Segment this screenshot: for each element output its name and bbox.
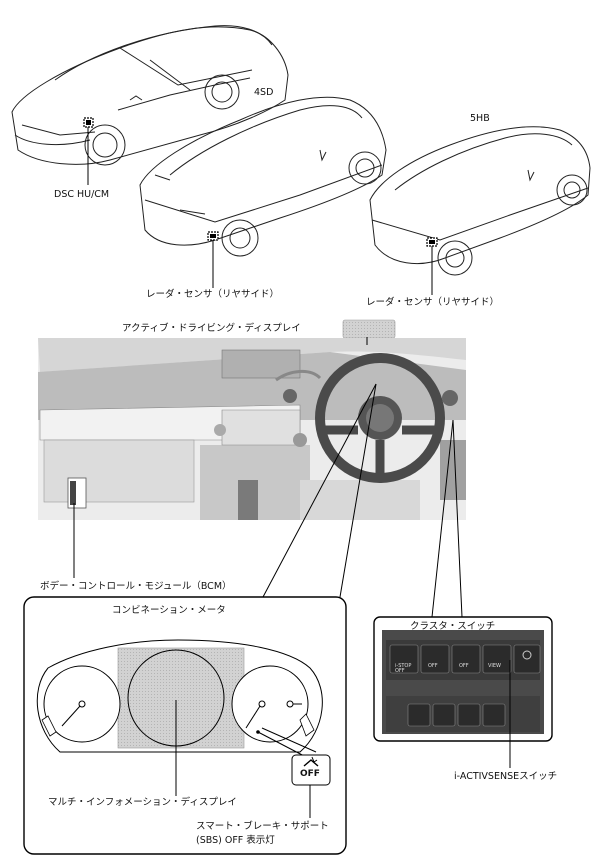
dashboard-photo [38, 338, 466, 520]
car-sedan-rear [139, 96, 387, 257]
radar-icon-sedan [207, 231, 219, 241]
cluster-leader-left [431, 419, 454, 618]
switch-label-2: OFF [428, 663, 438, 669]
cluster-switch-title: クラスタ・スイッチ [410, 621, 496, 632]
dsc-unit-icon [83, 117, 94, 128]
sbs-label-line1: スマート・ブレーキ・サポート [196, 821, 329, 832]
hatch-label: 5HB [470, 113, 490, 124]
ads-marker [342, 319, 396, 339]
cluster-leader-right [452, 419, 463, 618]
switch-label-1: i-STOP OFF [395, 663, 412, 674]
switch-label-4: VIEW [488, 663, 501, 669]
radar-icon-hatch [426, 237, 438, 247]
sbs-off-icon [291, 754, 331, 786]
radar-hatch-label: レーダ・センサ（リヤサイド） [366, 297, 500, 308]
sedan-label: 4SD [254, 87, 274, 98]
right-gauge [231, 665, 309, 743]
combo-meter-title: コンビネーション・メータ [112, 605, 226, 616]
multi-info-label: マルチ・インフォメーション・ディスプレイ [48, 797, 237, 808]
ads-label: アクティブ・ドライビング・ディスプレイ [122, 323, 301, 334]
meter-housing [36, 639, 323, 753]
dsc-label: DSC HU/CM [54, 189, 110, 200]
sbs-label-line2: (SBS) OFF 表示灯 [196, 835, 275, 846]
bcm-label: ボデー・コントロール・モジュール（BCM） [40, 581, 232, 592]
iactive-label: i-ACTIVSENSEスイッチ [454, 771, 558, 782]
meter-leader-right [339, 383, 377, 598]
switch-label-3: OFF [459, 663, 469, 669]
car-hatch-rear [369, 126, 591, 276]
car-front-view [11, 25, 289, 166]
sbs-icon-text: OFF [300, 769, 320, 779]
cluster-switch-buttons [389, 644, 541, 674]
meter-leader-left [262, 383, 377, 598]
radar-sedan-label: レーダ・センサ（リヤサイド） [146, 289, 280, 300]
